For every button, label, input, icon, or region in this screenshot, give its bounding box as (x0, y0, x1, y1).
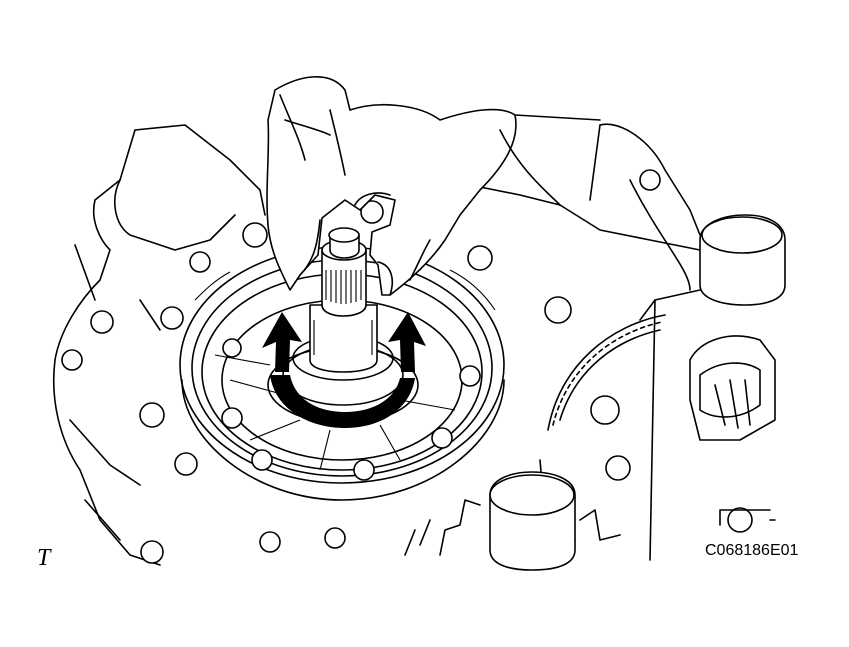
differential-housing (589, 124, 786, 561)
bolt (544, 296, 572, 324)
bolt (160, 306, 184, 330)
bolt (324, 527, 346, 549)
bolt (189, 251, 211, 273)
figure-code: C068186E01 (705, 542, 799, 559)
case-bolts (61, 169, 661, 564)
bolt (467, 245, 493, 271)
bolt (259, 531, 281, 553)
input-shaft (309, 227, 378, 373)
figure-mark: T (37, 545, 51, 571)
bolt (90, 310, 114, 334)
bolt (140, 540, 164, 564)
bolt (360, 200, 384, 224)
bolt (639, 169, 661, 191)
center-boss (404, 471, 621, 571)
ring-gear (539, 314, 776, 541)
bolt (174, 452, 198, 476)
rotation-arrow (262, 312, 426, 428)
bolt (139, 402, 165, 428)
bolt (61, 349, 83, 371)
transmission-case-outline (52, 123, 701, 566)
hand (266, 76, 601, 296)
bolt (242, 222, 268, 248)
oil-pump-assembly (179, 246, 505, 501)
